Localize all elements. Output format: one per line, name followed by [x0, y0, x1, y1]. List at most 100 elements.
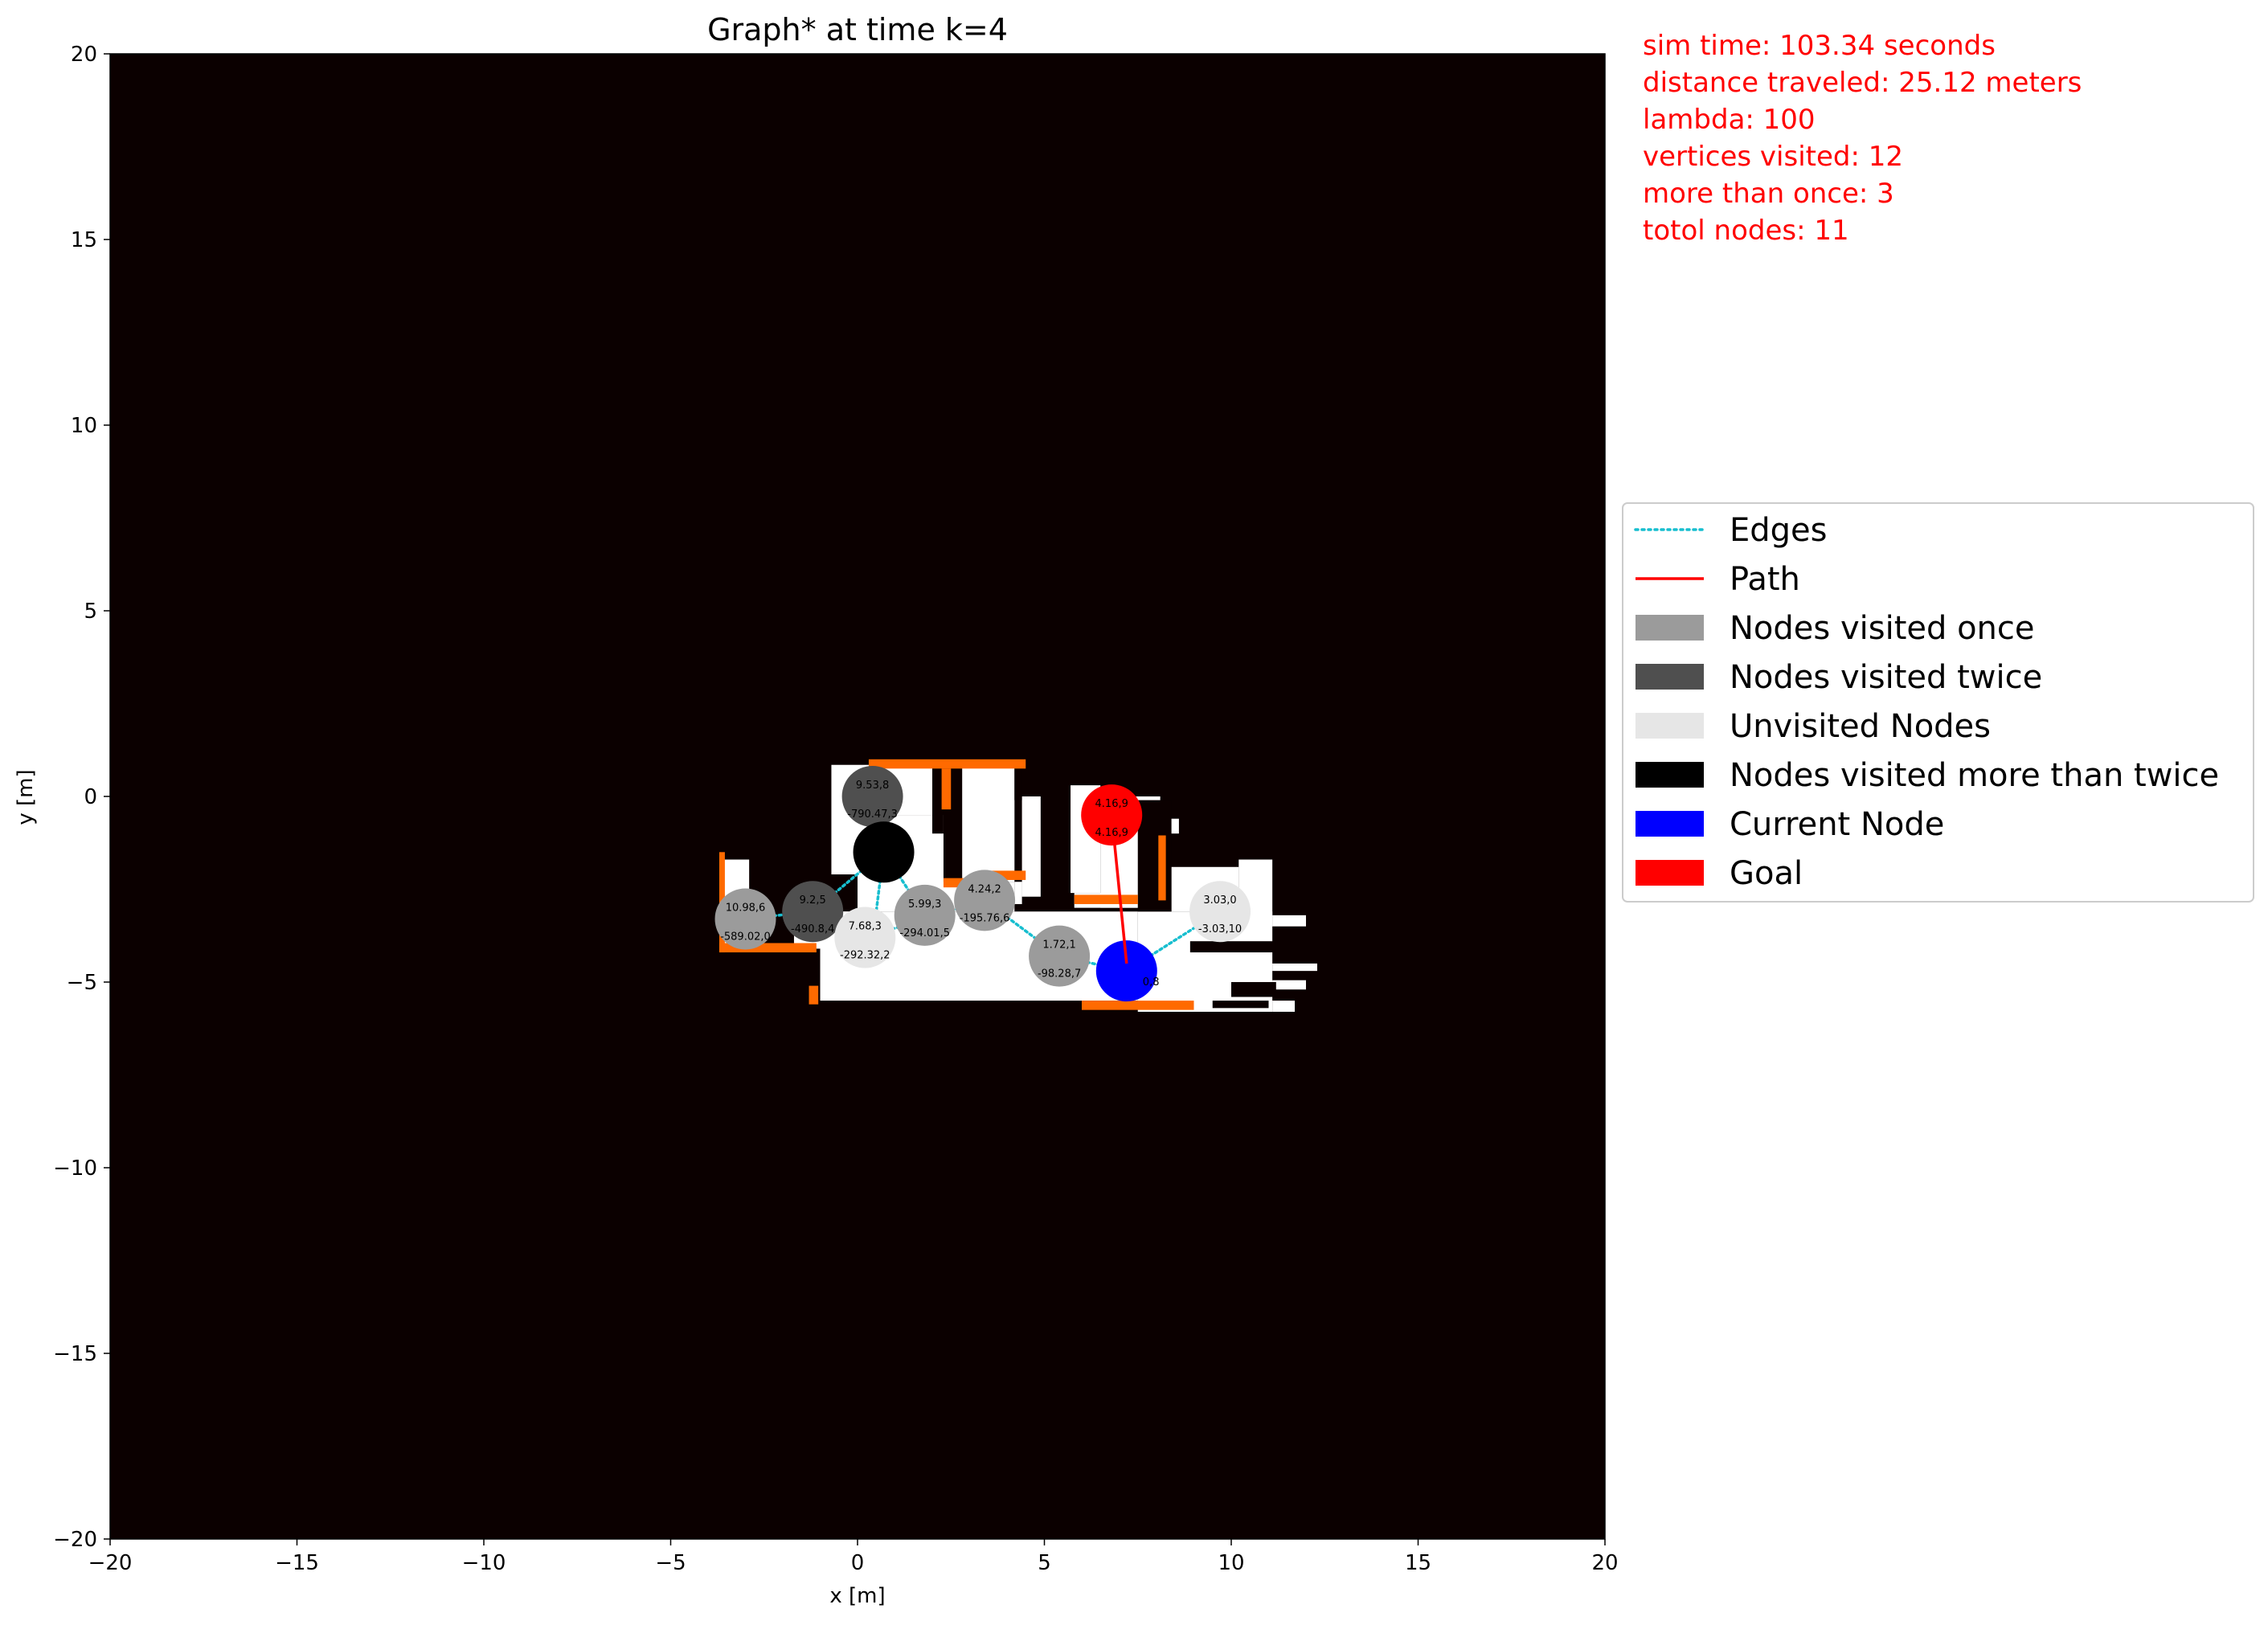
- frontier-cell: [1074, 894, 1138, 904]
- plot-area: 10.98,6 -589.02,0 9.2,5 -490.8,4 7.68,3 -292.…: [109, 53, 1606, 1540]
- info-line: lambda: 100: [1643, 104, 1816, 136]
- legend-label: Current Node: [1730, 806, 1944, 843]
- obstacle-cell: [1014, 764, 1022, 800]
- graph-node-visited-once: [714, 888, 776, 950]
- free-space-cell: [1021, 796, 1041, 897]
- obstacle-cell: [932, 764, 944, 834]
- legend-swatch: [1635, 860, 1704, 886]
- legend-swatch: [1635, 762, 1704, 788]
- legend-label: Nodes visited twice: [1730, 659, 2042, 696]
- graph-node-visited-twice: [841, 766, 903, 827]
- frontier-cell: [988, 870, 1026, 880]
- legend-label: Unvisited Nodes: [1730, 708, 1991, 745]
- graph-node-visited-once: [894, 884, 956, 946]
- node-label: 10.98,6: [726, 902, 766, 914]
- x-tick-label: 15: [1405, 1551, 1431, 1575]
- node-label: -98.28,7: [1038, 968, 1081, 980]
- free-space-cell: [1272, 963, 1317, 972]
- path-line: [1110, 814, 1128, 964]
- frontier-cell: [718, 943, 817, 953]
- node-label: 5.99,3: [908, 898, 941, 911]
- node-label: 4: [900, 858, 907, 870]
- x-tick-label: −10: [462, 1551, 506, 1575]
- x-tick-label: −15: [275, 1551, 319, 1575]
- obstacle-cell: [1137, 800, 1172, 912]
- graph-node-unvisited: [834, 907, 896, 968]
- x-tick-label: 0: [851, 1551, 865, 1575]
- y-tick-label: 20: [71, 43, 97, 67]
- node-label: 4.16,9: [1095, 827, 1128, 839]
- frontier-cell: [868, 759, 1026, 769]
- obstacle-cell: [1189, 941, 1276, 953]
- legend-swatch: [1635, 615, 1704, 641]
- legend-swatch: [1635, 664, 1704, 690]
- y-tick-label: −10: [53, 1156, 97, 1181]
- chart-title: Graph* at time k=4: [707, 12, 1008, 47]
- legend-swatch: [1635, 811, 1704, 837]
- node-label: 1.72,1: [1042, 939, 1075, 952]
- axis-ticks: −20 −15 −10 −5 0 5 10 15 20 20 15 10 5 0 −5 −10 −15 −20: [53, 43, 1618, 1575]
- obstacle-cell: [1231, 982, 1276, 997]
- info-line: distance traveled: 25.12 meters: [1643, 67, 2082, 99]
- x-axis-label: x [m]: [829, 1584, 885, 1608]
- node-label: -294.01,5: [899, 927, 950, 939]
- y-tick-label: 0: [84, 785, 97, 809]
- free-space-cell: [1272, 980, 1306, 990]
- legend-label: Goal: [1730, 855, 1803, 892]
- legend-label: Nodes visited more than twice: [1730, 757, 2219, 794]
- free-space-cell: [1014, 882, 1022, 904]
- node-label: -490.8,4: [791, 923, 834, 935]
- free-space-cell: [1272, 1001, 1296, 1012]
- info-panel: sim time: 103.34 seconds distance travele…: [1643, 30, 2082, 247]
- graph-edge: [811, 850, 886, 913]
- node-label: -292.32,2: [840, 950, 890, 962]
- y-tick-label: 10: [71, 414, 97, 438]
- y-axis-label: y [m]: [14, 769, 38, 825]
- obstacle-cell: [1212, 1001, 1269, 1009]
- node-label: 7.68,3: [849, 921, 882, 933]
- x-tick-label: −5: [655, 1551, 686, 1575]
- info-line: more than once: 3: [1643, 178, 1894, 210]
- node-label: 4.24,2: [968, 883, 1001, 895]
- x-tick-label: 10: [1218, 1551, 1244, 1575]
- node-label: -790.47,3: [847, 808, 898, 821]
- node-label: -589.02,0: [720, 931, 771, 943]
- x-tick-label: 20: [1591, 1551, 1618, 1575]
- node-label: -3.03,10: [1198, 923, 1242, 935]
- y-tick-label: 5: [84, 600, 97, 624]
- frontier-cell: [1082, 1001, 1194, 1010]
- node-label: 3.03,0: [1203, 894, 1236, 907]
- node-label: -195.76,6: [960, 912, 1010, 924]
- node-label: 0,8: [1143, 976, 1160, 989]
- legend-swatch: [1635, 713, 1704, 739]
- graph-node-unvisited: [1189, 881, 1251, 943]
- frontier-cell: [943, 878, 966, 888]
- node-label: 4.16,9: [1095, 798, 1128, 810]
- info-line: sim time: 103.34 seconds: [1643, 30, 1996, 62]
- legend-label: Nodes visited once: [1730, 610, 2035, 647]
- graph-node-visited-twice: [782, 881, 844, 943]
- frontier-cell: [1158, 835, 1166, 901]
- legend-box: [1622, 502, 2254, 903]
- graph-node-visited-once: [1029, 925, 1091, 987]
- graph-node-current: [1095, 940, 1157, 1002]
- free-space-cell: [962, 764, 1015, 882]
- free-space-cell: [1272, 915, 1306, 927]
- legend-label: Edges: [1730, 512, 1828, 549]
- frontier-cell: [809, 985, 819, 1005]
- y-tick-label: −15: [53, 1342, 97, 1366]
- y-tick-label: −20: [53, 1528, 97, 1552]
- node-label: 9.2,5: [800, 894, 826, 907]
- legend-label: Path: [1730, 561, 1800, 598]
- x-tick-label: 5: [1038, 1551, 1051, 1575]
- y-tick-label: −5: [67, 971, 97, 995]
- frontier-cell: [941, 768, 952, 810]
- info-line: vertices visited: 12: [1643, 141, 1903, 173]
- x-tick-label: −20: [88, 1551, 133, 1575]
- info-line: totol nodes: 11: [1643, 215, 1849, 247]
- graph-node-visited-once: [954, 870, 1016, 931]
- node-label: 9.53,8: [856, 780, 889, 792]
- y-tick-label: 15: [71, 228, 97, 252]
